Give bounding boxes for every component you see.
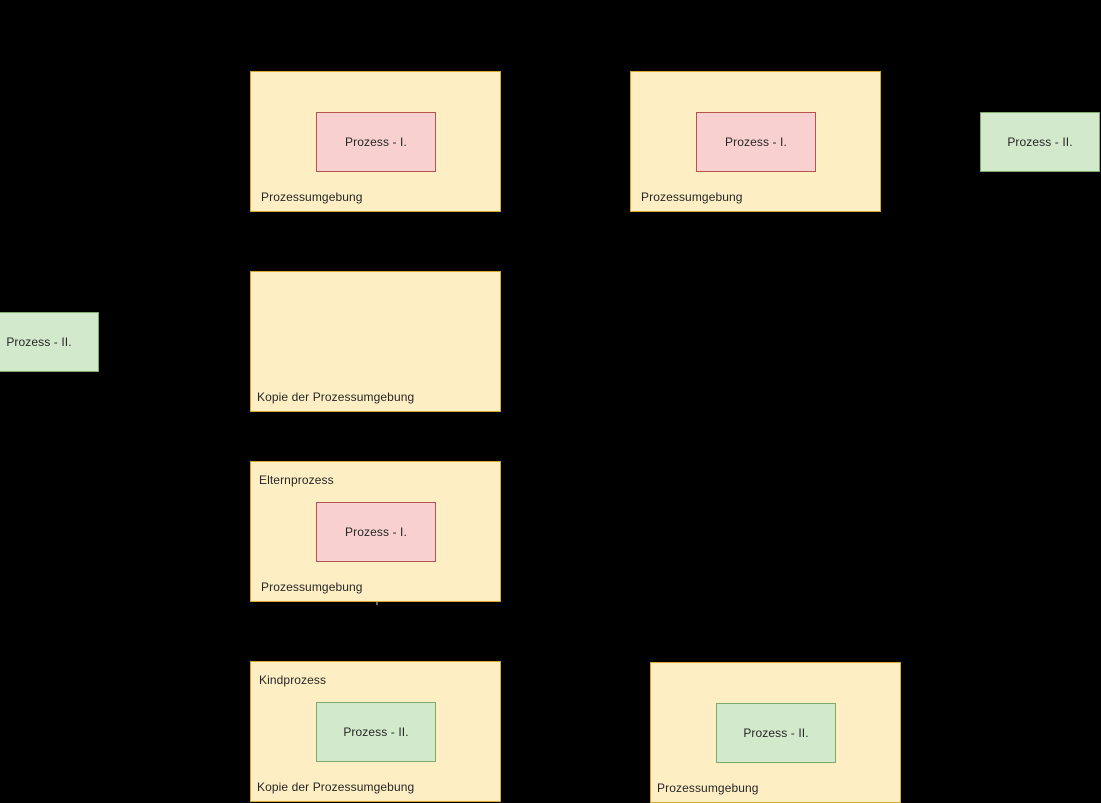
- panel-bottom-label: Prozessumgebung: [657, 781, 759, 795]
- panel-bottom-label: Prozessumgebung: [641, 190, 743, 204]
- panel-bottom-label: Prozessumgebung: [261, 190, 363, 204]
- environment-panel-copy-empty[interactable]: Kopie der Prozessumgebung: [250, 271, 501, 412]
- environment-panel-top-right[interactable]: Prozess - I. Prozessumgebung: [630, 71, 881, 212]
- environment-panel-parent[interactable]: Elternprozess Prozess - I. Prozessumgebu…: [250, 461, 501, 605]
- process-box-label: Prozess - I.: [725, 135, 787, 149]
- panel-top-label: Elternprozess: [259, 473, 334, 487]
- floating-process-box-left[interactable]: Prozess - II.: [0, 312, 99, 372]
- environment-panel-bottom-right[interactable]: Prozess - II. Prozessumgebung: [650, 662, 901, 803]
- panel-top-label: Kindprozess: [259, 673, 327, 687]
- process-box-prozess-ii[interactable]: Prozess - II.: [316, 702, 436, 762]
- process-box-prozess-ii[interactable]: Prozess - II.: [716, 703, 836, 763]
- process-box-label: Prozess - II.: [6, 335, 72, 349]
- process-box-label: Prozess - I.: [345, 525, 407, 539]
- process-box-prozess-i[interactable]: Prozess - I.: [316, 502, 436, 562]
- process-box-label: Prozess - II.: [743, 726, 809, 740]
- environment-panel-child[interactable]: Kindprozess Prozess - II. Kopie der Proz…: [250, 661, 501, 802]
- process-box-label: Prozess - II.: [1007, 135, 1073, 149]
- environment-panel-top-left[interactable]: Prozess - I. Prozessumgebung: [250, 71, 501, 212]
- panel-bottom-label: Kopie der Prozessumgebung: [257, 780, 415, 794]
- floating-process-box-right[interactable]: Prozess - II.: [980, 112, 1100, 172]
- connector-tick-icon: [376, 602, 378, 605]
- panel-bottom-label: Kopie der Prozessumgebung: [257, 390, 415, 404]
- process-box-prozess-i[interactable]: Prozess - I.: [316, 112, 436, 172]
- panel-bottom-label: Prozessumgebung: [261, 580, 363, 594]
- process-box-label: Prozess - II.: [343, 725, 409, 739]
- process-box-prozess-i[interactable]: Prozess - I.: [696, 112, 816, 172]
- process-box-label: Prozess - I.: [345, 135, 407, 149]
